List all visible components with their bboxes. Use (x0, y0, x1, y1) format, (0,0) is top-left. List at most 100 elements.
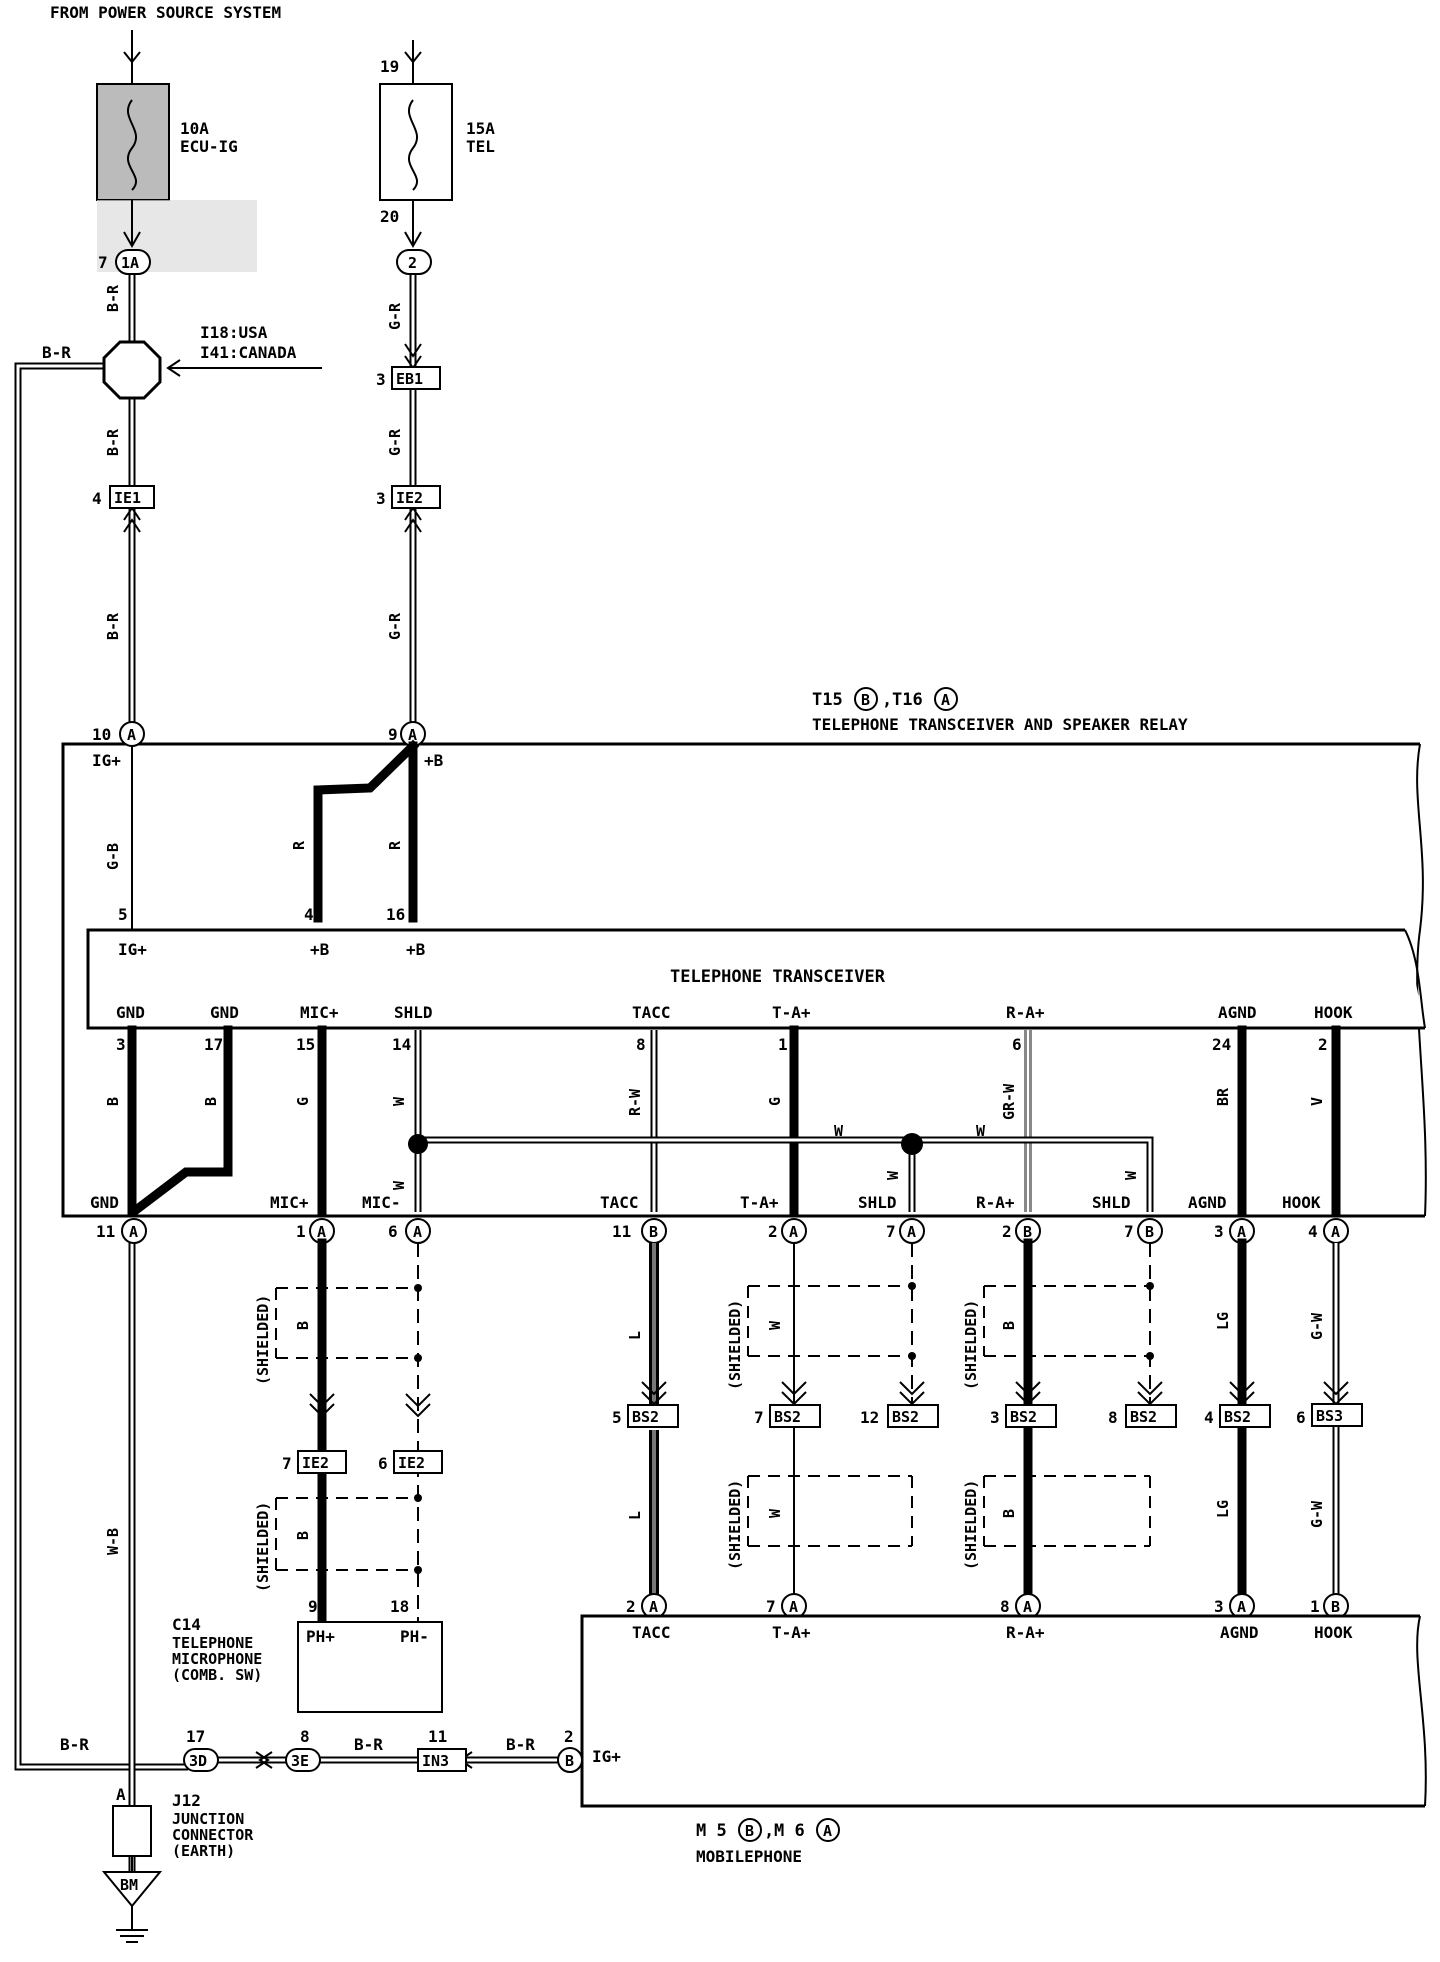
mp-code2-sub: A (823, 1822, 832, 1840)
label-b-plus-top: +B (424, 751, 444, 770)
mp-code-sub: B (745, 1822, 754, 1840)
svg-text:A: A (1023, 1598, 1032, 1616)
wire-color-br1: B-R (104, 284, 122, 312)
svg-text:A: A (413, 1223, 422, 1241)
label-ra-plus: R-A+ (1006, 1003, 1045, 1022)
label-b-plus-4: +B (310, 940, 330, 959)
fuse-tel: 19 15A TEL 20 (379, 40, 495, 226)
shielded-label-5: (SHIELDED) (962, 1300, 980, 1390)
pin-b6: 6 (388, 1222, 398, 1241)
bs2-pin-5: 5 (612, 1408, 622, 1427)
wire-color-w-sh2: W (1122, 1170, 1140, 1180)
ie2-pin-top: 3 (376, 489, 386, 508)
mic-title-2: MICROPHONE (172, 1650, 262, 1668)
mp-pin-8: 8 (1000, 1597, 1010, 1616)
pin-mp-ig-2: 2 (564, 1727, 574, 1746)
transceiver-title: TELEPHONE TRANSCEIVER (670, 967, 886, 987)
label-shld-b2: SHLD (1092, 1193, 1131, 1212)
mp-label-ra: R-A+ (1006, 1623, 1045, 1642)
relay-code: T15 (812, 690, 843, 710)
label-hook: HOOK (1314, 1003, 1353, 1022)
ie1-pin: 4 (92, 489, 102, 508)
pin-b2: 2 (768, 1222, 778, 1241)
header-title: FROM POWER SOURCE SYSTEM (50, 3, 281, 22)
mobilephone-pins: 2 A 7 A 8 A 3 A 1 B (626, 1593, 1349, 1619)
wire-color-grw: GR-W (1000, 1083, 1018, 1120)
bs2-label-f: BS2 (1224, 1408, 1251, 1426)
svg-text:A: A (1237, 1223, 1246, 1241)
bs2-pin-3: 3 (990, 1408, 1000, 1427)
conn-3e: 3E (291, 1752, 309, 1770)
svg-text:A: A (1331, 1223, 1340, 1241)
mobilephone-wires: L L 5 BS2 (SHIELDED) (SHIELDED) W W 7 BS… (612, 1238, 1363, 1603)
pin-15: 15 (296, 1035, 315, 1054)
label-b-plus-16: +B (406, 940, 426, 959)
label-agnd: AGND (1218, 1003, 1257, 1022)
transceiver-pin-labels: GND GND MIC+ SHLD TACC T-A+ R-A+ AGND HO… (116, 1003, 1353, 1054)
wire-color-r1: R (290, 840, 308, 850)
wire-color-b2: B (202, 1097, 220, 1106)
pin-4: 4 (304, 905, 314, 924)
pin-6: 6 (1012, 1035, 1022, 1054)
fuse-ecu-ig-rating: 10A (180, 119, 209, 138)
fuse-tel-pin-out: 20 (380, 207, 399, 226)
bs2-label-d: BS2 (1010, 1408, 1037, 1426)
bottom-br-chain: B-R B-R B-R 17 3D 8 3E 11 IN3 2 B (60, 1727, 583, 1773)
bs3-label: BS3 (1316, 1407, 1343, 1425)
relay-title-text: TELEPHONE TRANSCEIVER AND SPEAKER RELAY (812, 715, 1188, 734)
label-ta-plus-b: T-A+ (740, 1193, 779, 1212)
pin-17: 17 (204, 1035, 223, 1054)
mp-label-ig: IG+ (592, 1747, 621, 1766)
pin-2: 2 (1318, 1035, 1328, 1054)
bs2-pin-12: 12 (860, 1408, 879, 1427)
pin-1: 1 (778, 1035, 788, 1054)
bs2-label-e: BS2 (1130, 1408, 1157, 1426)
wire-color-br: BR (1214, 1087, 1232, 1106)
relay-code2-sub: A (941, 691, 950, 709)
svg-text:,: , (764, 1821, 774, 1841)
pin-j11: 11 (428, 1727, 447, 1746)
label-tacc-b: TACC (600, 1193, 639, 1212)
shielded-label-6: (SHIELDED) (962, 1480, 980, 1570)
wire-color-w2: W (766, 1320, 784, 1330)
wire-color-gr1: G-R (386, 302, 404, 330)
mp-title: MOBILEPHONE (696, 1847, 802, 1866)
bs2-pin-4: 4 (1204, 1408, 1214, 1427)
connector-2-label: 2 (408, 254, 417, 272)
pin-3: 3 (116, 1035, 126, 1054)
internal-b-wires: R R 5 4 16 IG+ +B +B (118, 739, 426, 959)
wire-color-w1: W (390, 1096, 408, 1106)
svg-text:A: A (129, 1223, 138, 1241)
pin-b7s: 7 (1124, 1222, 1134, 1241)
label-shld: SHLD (394, 1003, 433, 1022)
wire-color-br2: B-R (104, 428, 122, 456)
pin-b1: 1 (296, 1222, 306, 1241)
ie2-label-top: IE2 (396, 489, 423, 507)
mic-title-3: (COMB. SW) (172, 1666, 262, 1684)
wire-color-w3: W (766, 1508, 784, 1518)
ie2-pin-6: 6 (378, 1454, 388, 1473)
ie2-pin-7: 7 (282, 1454, 292, 1473)
wire-color-r2: R (386, 840, 404, 850)
wire-color-l1: L (626, 1331, 644, 1340)
fuse-ecu-ig: 10A ECU-IG (96, 30, 257, 272)
j12-title-3: (EARTH) (172, 1842, 235, 1860)
wire-color-br3: B-R (104, 612, 122, 640)
wire-color-v: V (1308, 1097, 1326, 1106)
svg-text:A: A (789, 1223, 798, 1241)
wire-color-b3: B (1000, 1321, 1018, 1330)
svg-text:B: B (1023, 1223, 1032, 1241)
relay-code2: T16 (892, 690, 923, 710)
svg-text:B: B (649, 1223, 658, 1241)
label-hook-b: HOOK (1282, 1193, 1321, 1212)
svg-text:B: B (1331, 1598, 1340, 1616)
label-ra-plus-b: R-A+ (976, 1193, 1015, 1212)
mp-pin-3: 3 (1214, 1597, 1224, 1616)
wire-color-w-h2: W (976, 1122, 986, 1140)
pin-24: 24 (1212, 1035, 1231, 1054)
bs2-label-b: BS2 (774, 1408, 801, 1426)
wire-color-w-sh1: W (884, 1170, 902, 1180)
mp-code: M 5 (696, 1821, 727, 1841)
mobilephone-box: TACC T-A+ R-A+ AGND HOOK IG+ M 5 B , M 6… (580, 1614, 1427, 1866)
